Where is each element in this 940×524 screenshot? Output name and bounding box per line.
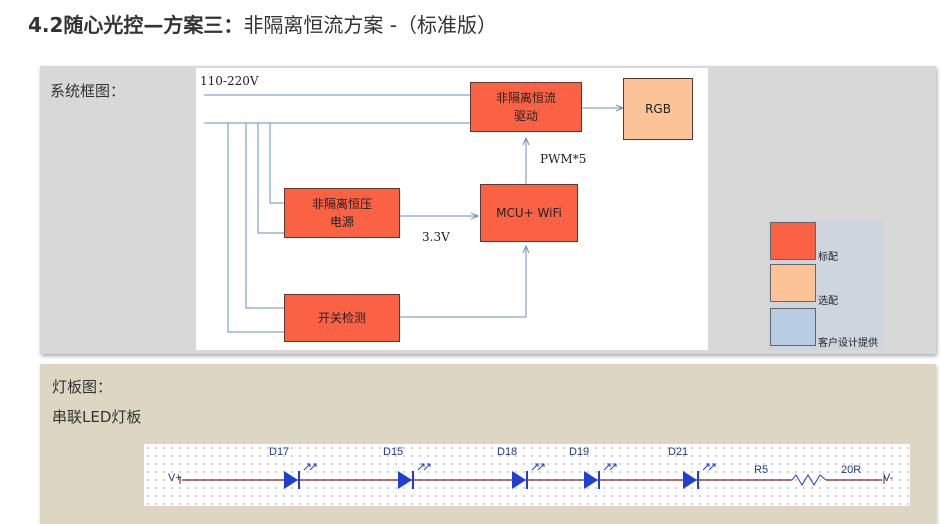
led-d18-ray-head [535, 463, 539, 467]
legend-swatch-optional [770, 264, 816, 302]
heading-bold: 4.2随心光控—方案三： [28, 13, 244, 37]
led-d15-ray-head [421, 463, 425, 467]
led-d15-triangle [398, 471, 412, 489]
led-label-d17: D17 [269, 446, 290, 458]
led-d18-triangle [512, 471, 526, 489]
wire-power-in2 [257, 123, 284, 234]
led-label-d19: D19 [569, 446, 590, 458]
led-d19-ray [609, 463, 617, 471]
led-board-label: 灯板图： [52, 378, 113, 396]
terminal-vminus: V- [883, 472, 894, 484]
resistor-value: 20R [841, 464, 862, 476]
wire-switch-mcu [400, 246, 526, 318]
led-d18-ray [531, 463, 539, 471]
led-d21-ray-head [706, 463, 710, 467]
led-board-panel: 灯板图： 串联LED灯板 V+ V- D17 D15 D18 D19 D21 R… [40, 364, 936, 524]
wire-switch-in2 [227, 123, 284, 333]
led-d19-ray [603, 463, 611, 471]
led-d17-ray-head [307, 463, 311, 467]
legend-label-optional: 选配 [818, 296, 838, 307]
led-d18-ray [537, 463, 545, 471]
led-d21-ray [702, 463, 710, 471]
led-d18-ray-head [541, 463, 545, 467]
section-heading: 4.2随心光控—方案三：非隔离恒流方案 -（标准版） [28, 10, 497, 40]
heading-normal: 非隔离恒流方案 -（标准版） [243, 13, 498, 37]
led-schematic: V+ V- D17 D15 D18 D19 D21 R5 20R [144, 444, 910, 506]
diagram-wires [204, 94, 708, 333]
wire-switch-in1 [245, 123, 284, 309]
switch-detect-block: 开关检测 [284, 294, 400, 342]
wire-power-in1 [269, 123, 284, 204]
led-d19-triangle [584, 471, 598, 489]
led-d17-ray [309, 463, 317, 471]
resistor-ref: R5 [754, 464, 769, 476]
driver-block: 非隔离恒流 驱动 [470, 82, 582, 132]
legend-label-standard: 标配 [818, 252, 838, 263]
schematic-drawing [179, 463, 885, 489]
led-board-subtitle: 串联LED灯板 [52, 408, 142, 426]
led-label-d21: D21 [668, 446, 689, 458]
led-d21-ray-head [712, 463, 716, 467]
led-label-d15: D15 [383, 446, 404, 458]
led-d17-ray-head [313, 463, 317, 467]
legend-swatch-standard [770, 222, 816, 260]
led-d17-triangle [284, 471, 298, 489]
resistor-zigzag [791, 474, 827, 486]
led-d15-ray-head [427, 463, 431, 467]
mcu-wifi-block: MCU+ WiFi [480, 184, 578, 242]
led-d19-ray-head [613, 463, 617, 467]
legend-swatch-customer [770, 308, 816, 346]
power-block: 非隔离恒压 电源 [284, 188, 400, 238]
led-label-d18: D18 [497, 446, 518, 458]
legend-label-customer: 客户设计提供 [818, 338, 878, 349]
led-d21-ray [708, 463, 716, 471]
rgb-block: RGB [623, 78, 693, 140]
system-diagram-panel: 系统框图： 110-220V PWM*5 3.3V [40, 66, 936, 354]
pwm-label: PWM*5 [540, 152, 587, 166]
led-d15-ray [417, 463, 425, 471]
led-d21-triangle [683, 471, 697, 489]
legend: 标配 选配 客户设计提供 [768, 220, 884, 350]
terminal-vplus: V+ [168, 472, 182, 484]
system-diagram-label: 系统框图： [50, 82, 126, 100]
voltage-3v3-label: 3.3V [422, 230, 450, 244]
input-voltage-label: 110-220V [200, 74, 259, 88]
led-d15-ray [423, 463, 431, 471]
led-d19-ray-head [607, 463, 611, 467]
block-diagram: 110-220V PWM*5 3.3V 非隔离恒流 驱动 RGB 非隔离恒压 电… [196, 68, 708, 350]
led-d17-ray [303, 463, 311, 471]
